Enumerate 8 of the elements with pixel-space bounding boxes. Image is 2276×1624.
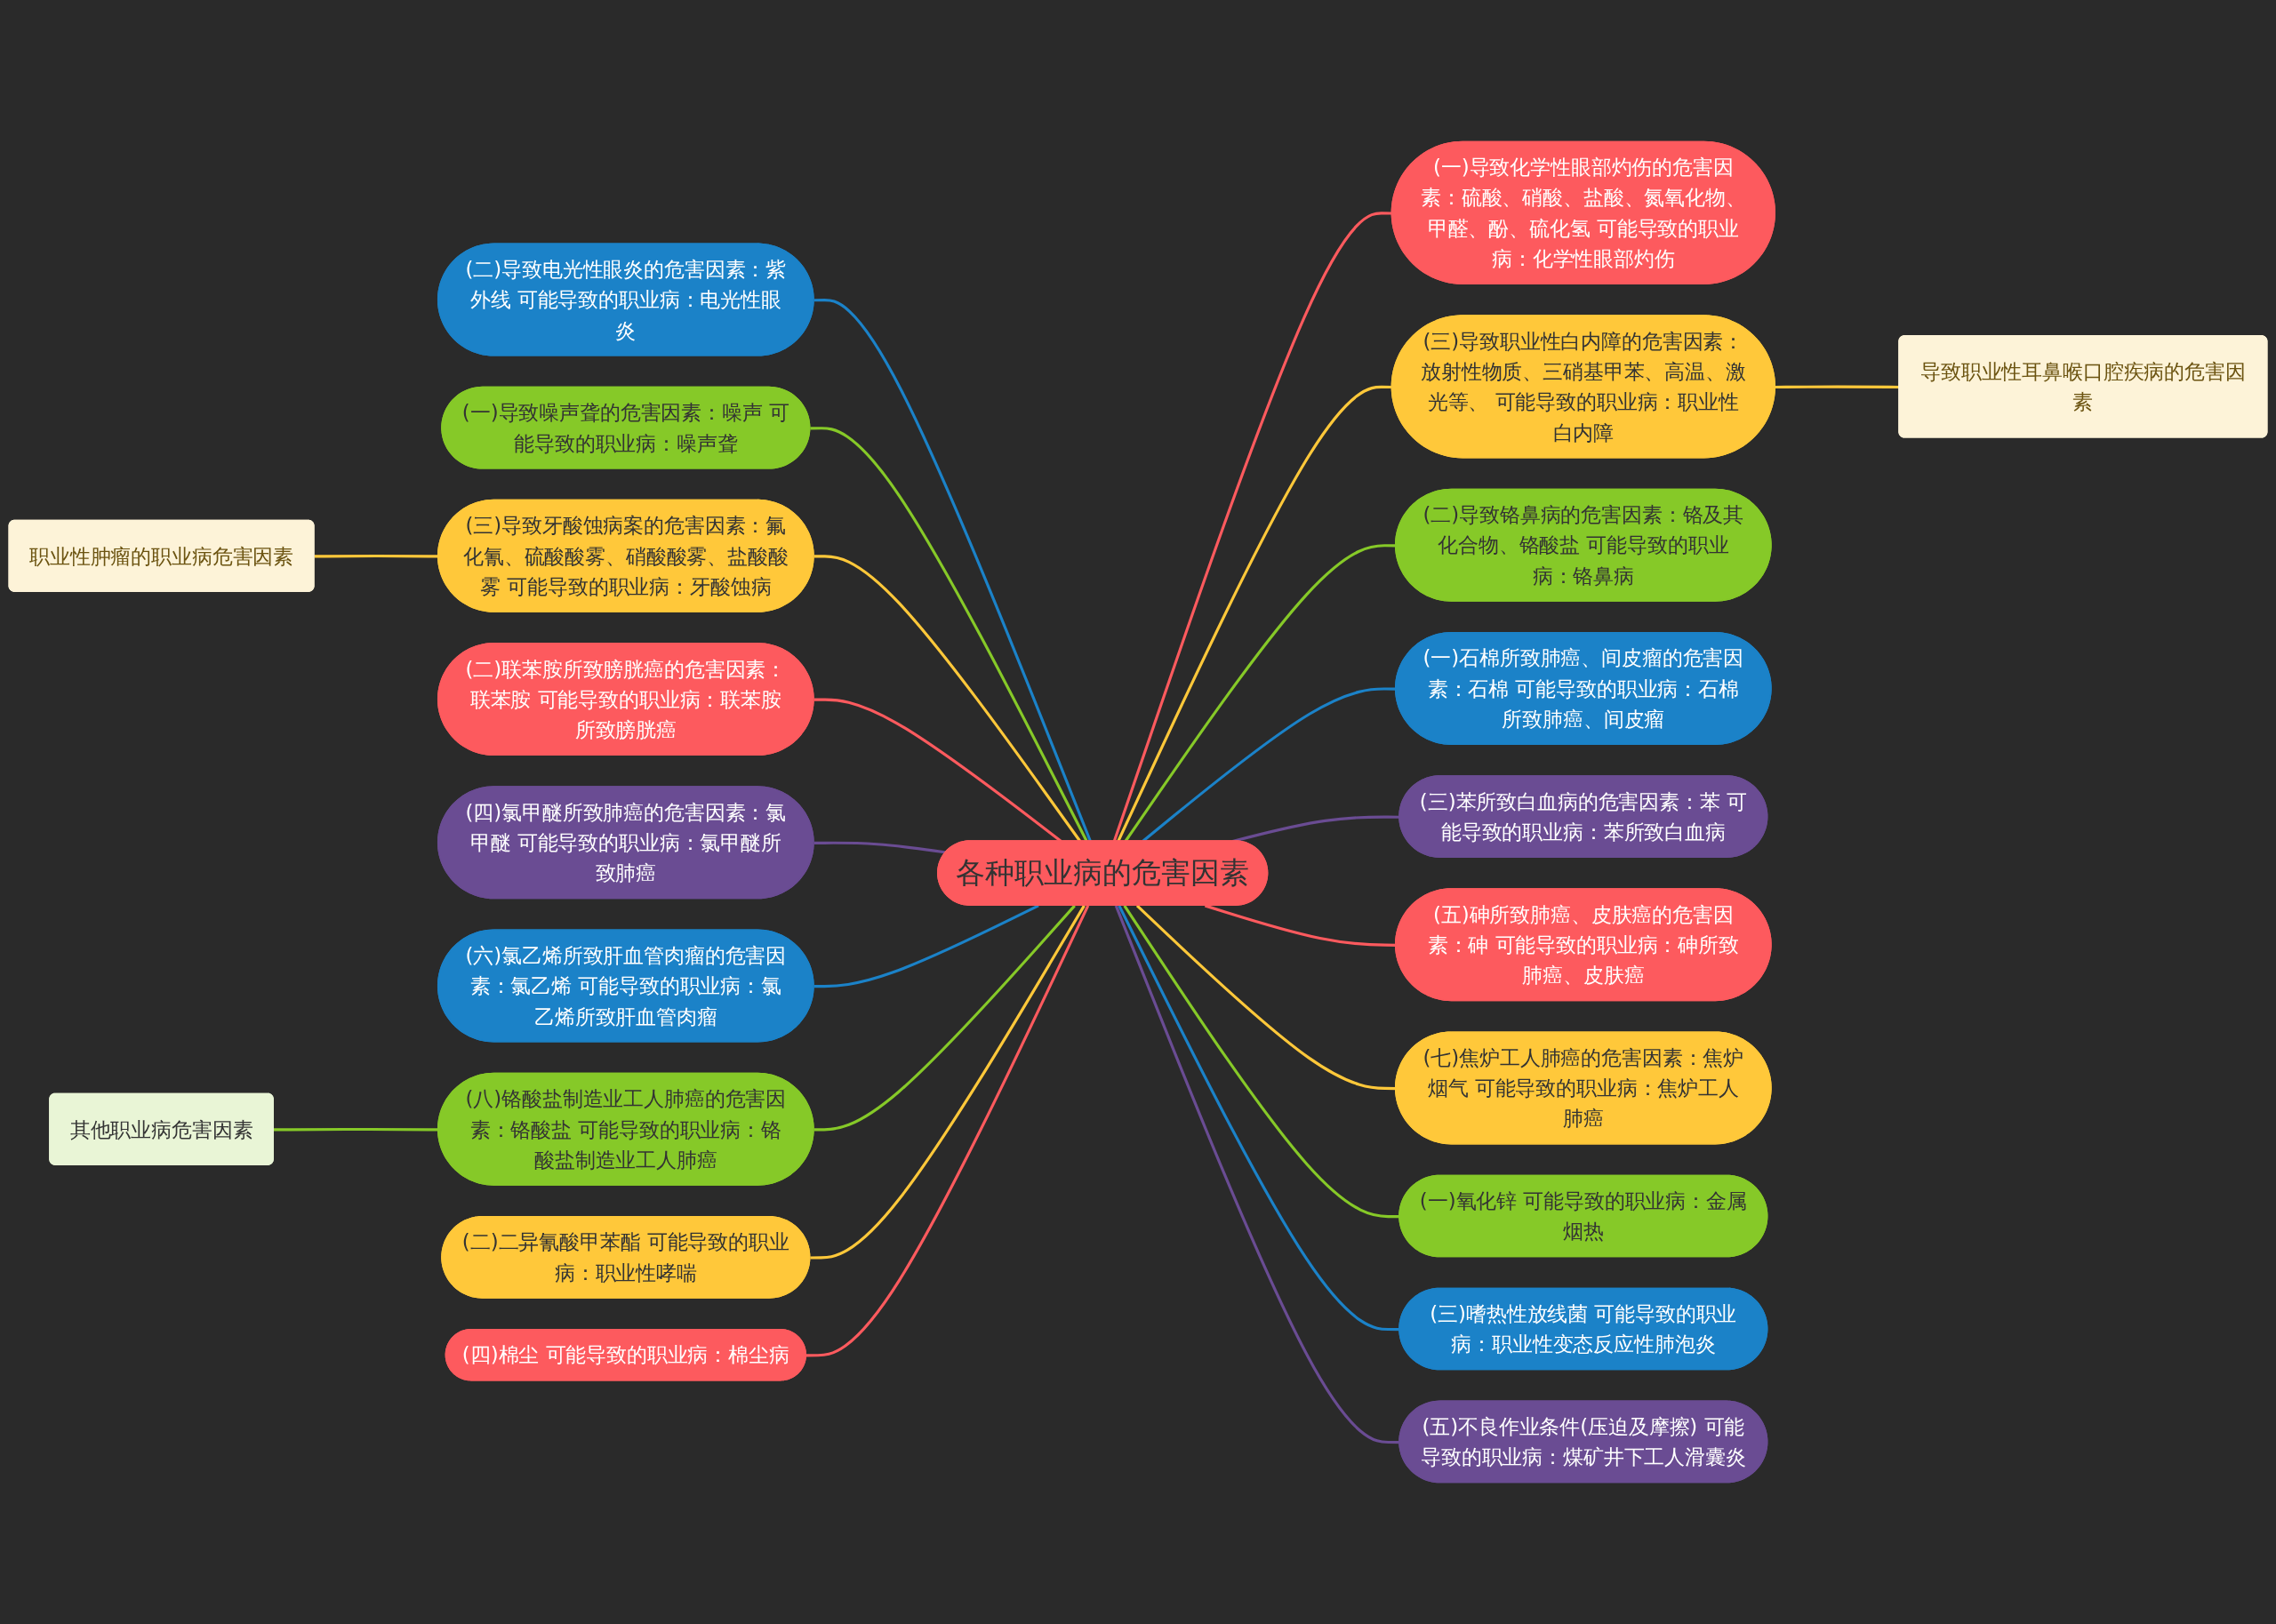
connector: [1123, 905, 1400, 1219]
connector: [810, 905, 1086, 1260]
connector: [805, 905, 1090, 1357]
connector: [1114, 905, 1400, 1444]
connector: [813, 904, 1039, 988]
connector: [1118, 905, 1400, 1332]
connector: [1231, 815, 1400, 844]
connector: [813, 904, 1076, 1132]
